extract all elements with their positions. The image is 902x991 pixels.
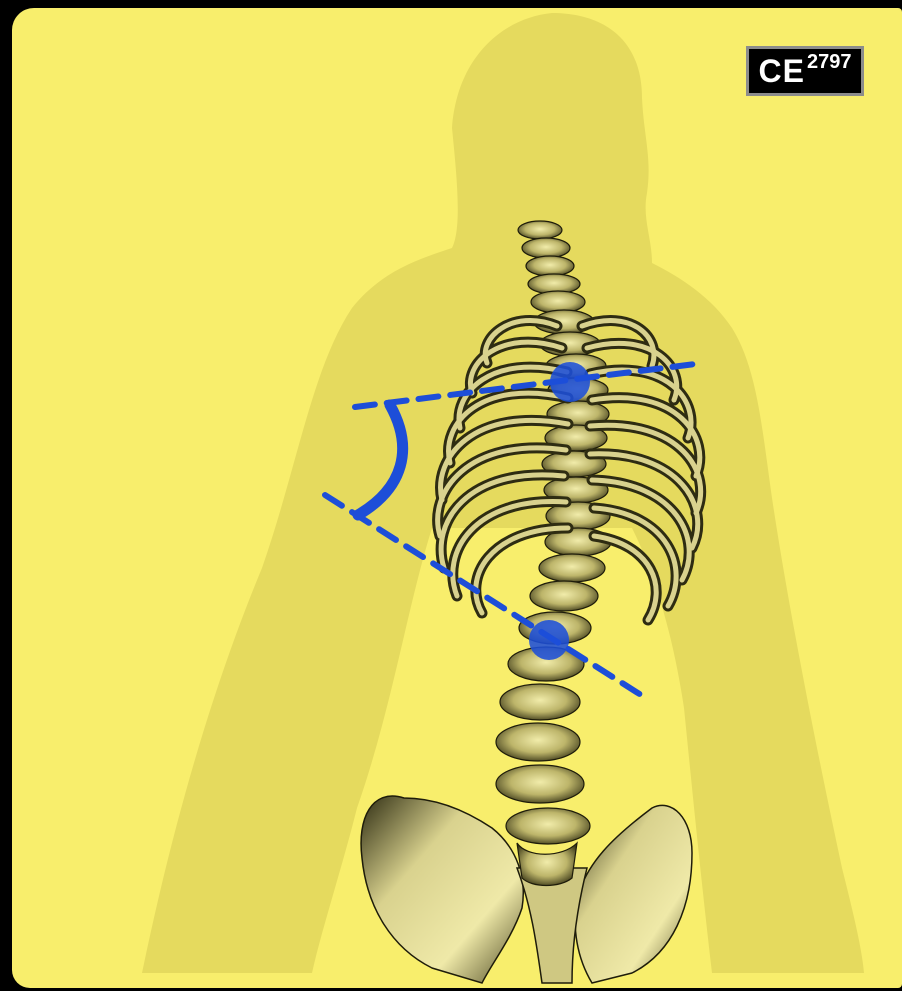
illustration-panel: CE 2797 <box>12 8 902 988</box>
upper-apex-marker <box>550 362 590 402</box>
ce-certification-badge: CE 2797 <box>746 46 864 96</box>
body-silhouette-icon <box>142 13 864 973</box>
lower-apex-marker <box>529 620 569 660</box>
scoliosis-illustration <box>12 8 902 988</box>
ce-mark: CE <box>759 53 805 90</box>
ce-notified-body-number: 2797 <box>807 51 852 74</box>
